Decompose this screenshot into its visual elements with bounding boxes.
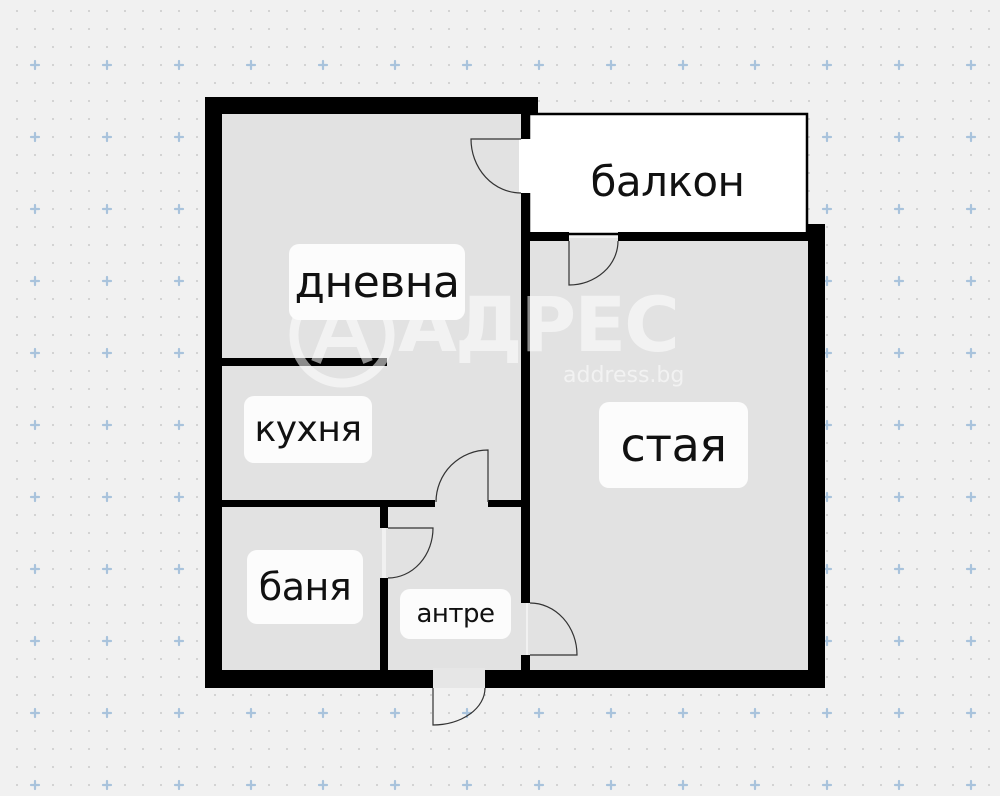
- room-label-balcony: балкон: [590, 156, 745, 206]
- door-entrance: [432, 687, 486, 726]
- walls: [205, 97, 825, 688]
- door-bathroom-hallway: [387, 527, 434, 579]
- balcony-area: [527, 112, 809, 236]
- door-living-balcony: [470, 138, 522, 194]
- room-label-hallway: антре: [400, 589, 511, 639]
- room-label-living: дневна: [289, 244, 465, 320]
- room-label-kitchen: кухня: [244, 396, 372, 463]
- door-room-balcony: [568, 240, 619, 286]
- room-label-bathroom: баня: [247, 550, 363, 624]
- hallway-area: [386, 502, 526, 670]
- living-room-area: [222, 114, 521, 364]
- door-room-hallway: [529, 602, 578, 656]
- door-kitchen-hallway: [435, 449, 489, 503]
- room-label-room: стая: [599, 402, 748, 488]
